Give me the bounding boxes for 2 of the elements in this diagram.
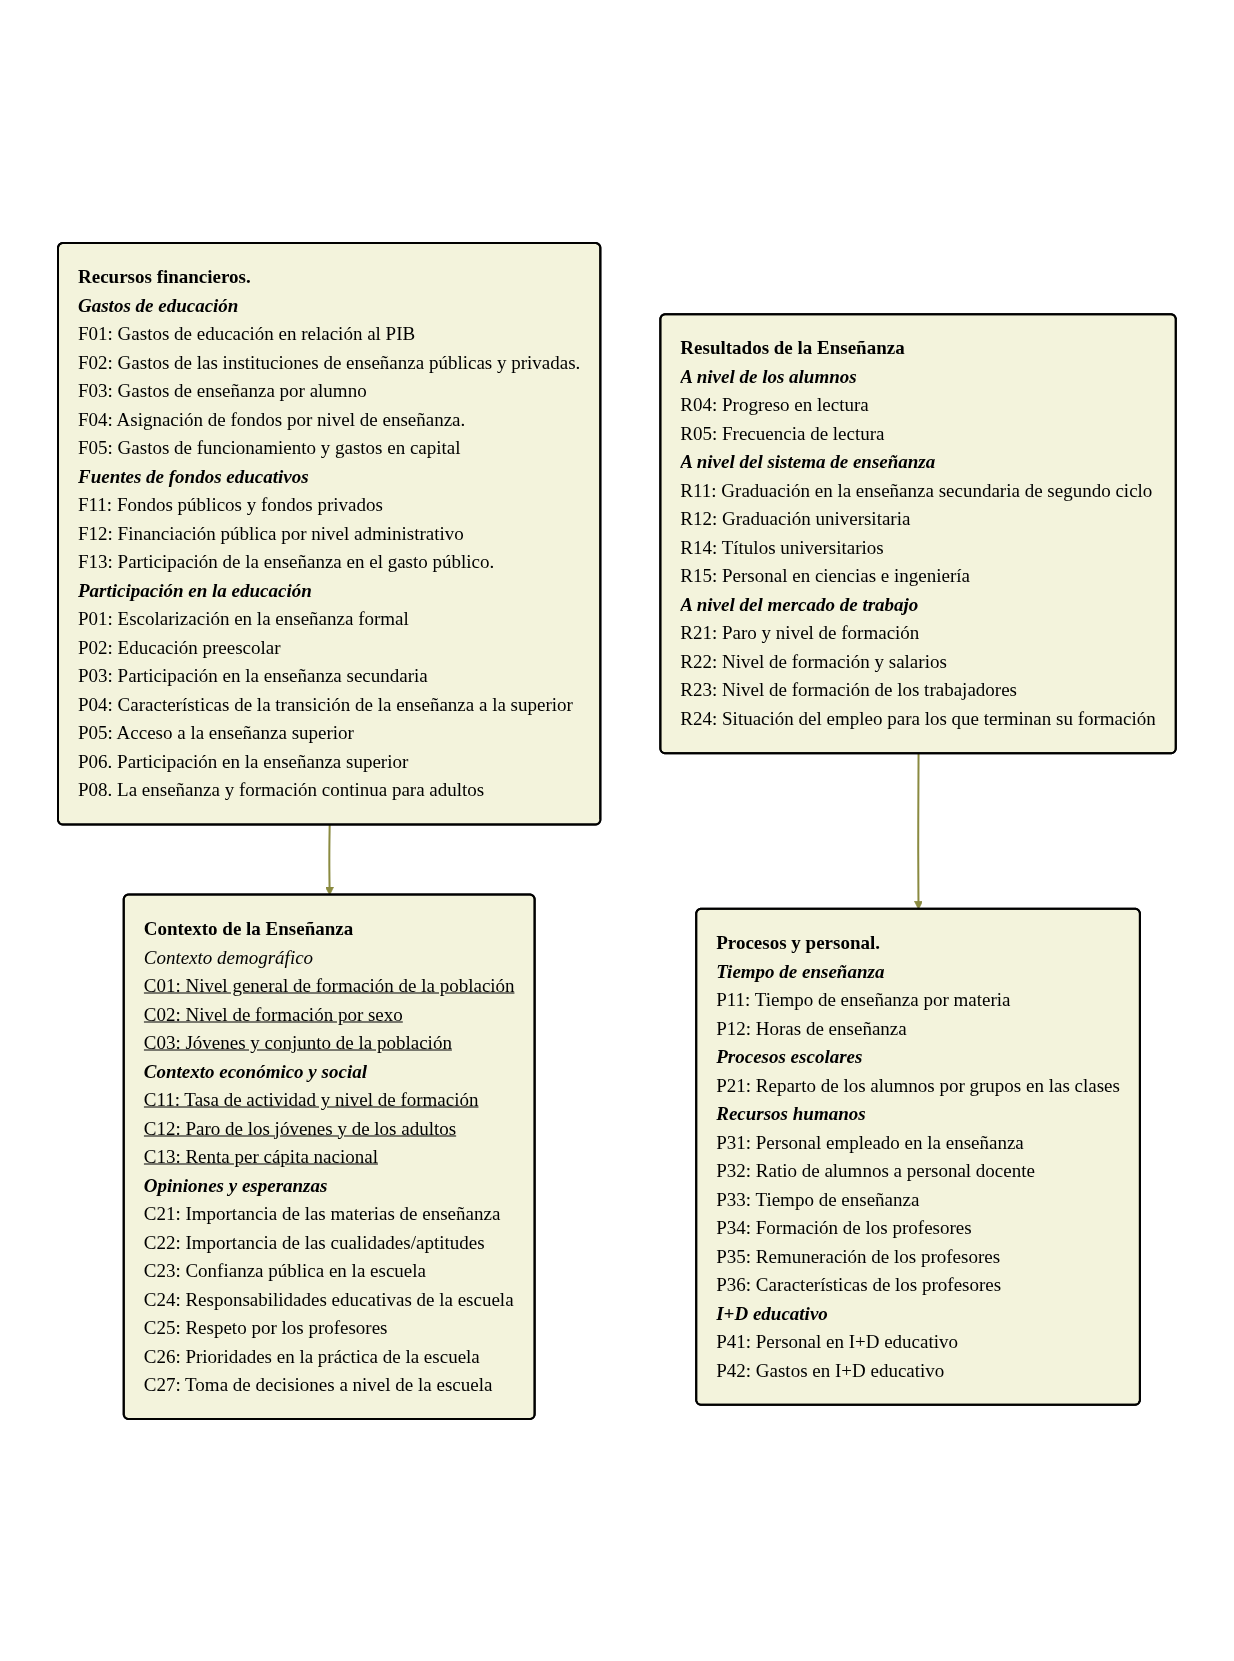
arrow <box>325 823 335 895</box>
arrow <box>914 752 923 910</box>
